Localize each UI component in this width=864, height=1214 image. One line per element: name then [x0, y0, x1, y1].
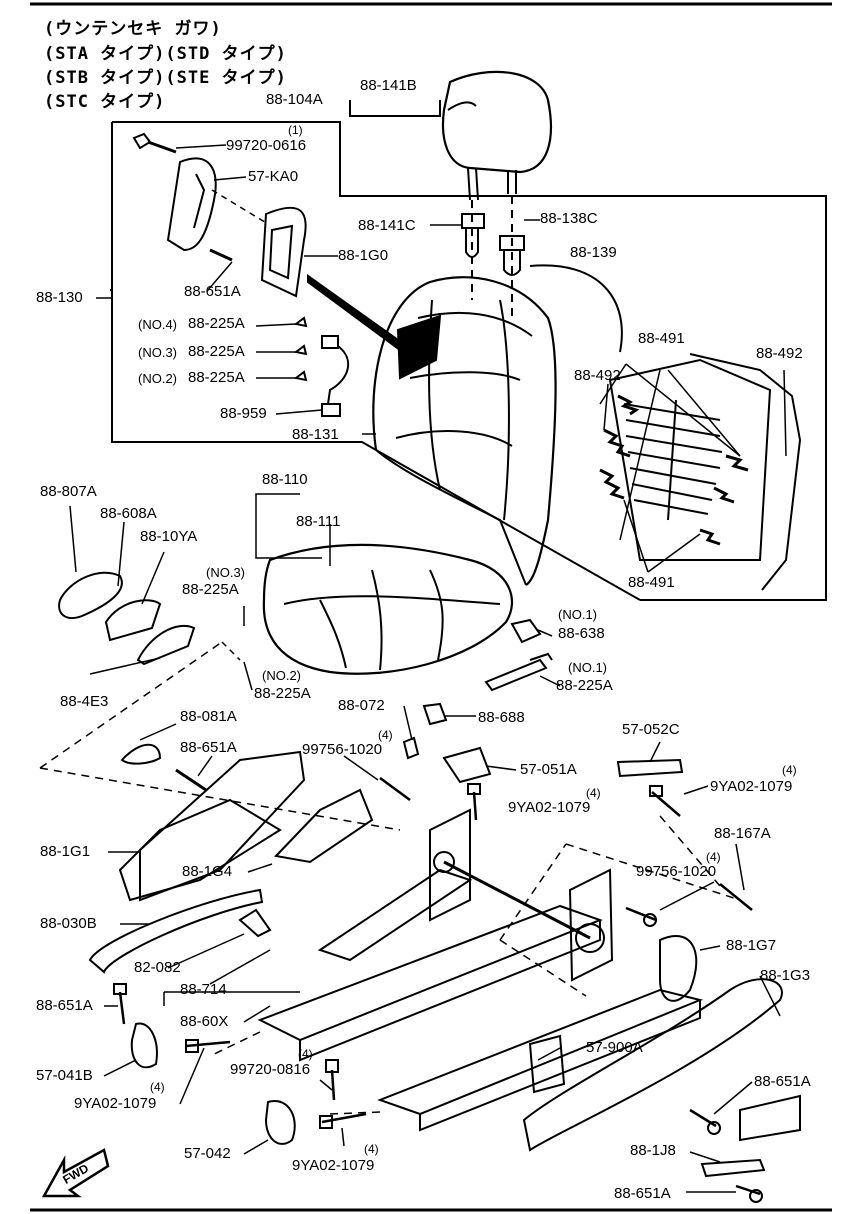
fwd-arrow-icon	[41, 1148, 110, 1198]
label-88-139: 88-139	[570, 244, 617, 261]
label-99756-1020-b: 99756-1020	[636, 863, 717, 880]
label-88-072: 88-072	[338, 697, 385, 714]
cushion-clips	[402, 618, 684, 784]
label-88-141C: 88-141C	[358, 217, 416, 234]
header-line-3: (STB タイプ)(STE タイプ)	[44, 68, 287, 88]
label-88-807A: 88-807A	[40, 483, 97, 500]
label-88-141B: 88-141B	[360, 77, 417, 94]
label-88-60X: 88-60X	[180, 1013, 229, 1030]
seat-back-cushion	[372, 276, 557, 586]
label-57-052C: 57-052C	[622, 721, 680, 738]
headrest-bracket	[349, 100, 441, 117]
label-99756-1020: 99756-1020	[302, 741, 383, 758]
label-88-491-top: 88-491	[638, 330, 685, 347]
label-88-111: 88-111	[296, 513, 341, 530]
label-88-225A-seat-no2: 88-225A	[254, 685, 311, 702]
label-57-051A: 57-051A	[520, 761, 577, 778]
label-88-110: 88-110	[262, 471, 308, 488]
label-88-4E3: 88-4E3	[60, 693, 109, 710]
label-qty-4g: (4)	[364, 1142, 379, 1156]
label-88-714: 88-714	[180, 981, 227, 998]
label-57-042: 57-042	[184, 1145, 231, 1162]
label-9YA02-1079-b: 9YA02-1079	[508, 799, 591, 816]
side-trim-parts	[58, 505, 196, 666]
leader-wedge	[307, 274, 402, 353]
label-99720-0616: 99720-0616	[226, 137, 307, 154]
label-88-1G3: 88-1G3	[760, 967, 811, 984]
label-88-104A: 88-104A	[266, 91, 323, 108]
seatback-group-frame	[112, 121, 827, 601]
label-88-651A-b: 88-651A	[180, 739, 237, 756]
label-88-081A: 88-081A	[180, 708, 237, 725]
label-9YA02-1079-a: 9YA02-1079	[710, 778, 793, 795]
label-88-138C: 88-138C	[540, 210, 598, 227]
label-88-688: 88-688	[478, 709, 525, 726]
label-57-041B: 57-041B	[36, 1067, 93, 1084]
label-qty-4c: (4)	[586, 786, 601, 800]
label-88-651A-d: 88-651A	[754, 1073, 811, 1090]
label-qty-1: (1)	[288, 123, 303, 137]
label-9YA02-1079-d: 9YA02-1079	[292, 1157, 375, 1174]
label-88-030B: 88-030B	[40, 915, 97, 932]
seat-frame	[88, 808, 801, 1178]
headrest-guides	[430, 213, 540, 276]
label-88-651A-e: 88-651A	[614, 1185, 671, 1202]
recliner-covers	[118, 743, 374, 902]
upper-left-parts	[132, 132, 349, 417]
label-57-900A: 57-900A	[586, 1039, 643, 1056]
label-88-651A-c: 88-651A	[36, 997, 93, 1014]
label-82-082: 82-082	[134, 959, 181, 976]
label-no3: (NO.3)	[138, 345, 177, 360]
seatback-frame	[599, 353, 802, 591]
label-88-491-bottom: 88-491	[628, 574, 675, 591]
label-88-651A: 88-651A	[184, 283, 241, 300]
label-no3-seat: (NO.3)	[206, 565, 245, 580]
header-line-2: (STA タイプ)(STD タイプ)	[44, 44, 287, 64]
header-line-1: (ウンテンセキ ガワ)	[44, 19, 222, 39]
label-qty-4b: (4)	[782, 763, 797, 777]
label-9YA02-1079-c: 9YA02-1079	[74, 1095, 157, 1112]
label-88-131: 88-131	[292, 426, 339, 443]
label-no1-clip: (NO.1)	[558, 607, 597, 622]
label-88-225A-no3: 88-225A	[188, 343, 245, 360]
label-no1-seat: (NO.1)	[568, 660, 607, 675]
bolt-heads	[113, 783, 763, 1203]
leader-lines	[103, 144, 787, 1193]
label-99720-0816: 99720-0816	[230, 1061, 311, 1078]
label-qty-4f: (4)	[298, 1047, 313, 1061]
label-88-225A-no4: 88-225A	[188, 315, 245, 332]
label-88-638: 88-638	[558, 625, 605, 642]
label-no4: (NO.4)	[138, 317, 177, 332]
label-88-10YA: 88-10YA	[140, 528, 198, 545]
label-no2: (NO.2)	[138, 371, 177, 386]
headrest	[442, 70, 552, 318]
label-57-KA0: 57-KA0	[248, 168, 299, 185]
label-qty-4a: (4)	[378, 728, 393, 742]
label-88-1G0: 88-1G0	[338, 247, 389, 264]
label-qty-4e: (4)	[150, 1080, 165, 1094]
label-88-130: 88-130	[36, 289, 83, 306]
label-88-1G1: 88-1G1	[40, 843, 91, 860]
label-88-1G4: 88-1G4	[182, 863, 233, 880]
label-no2-seat: (NO.2)	[262, 668, 301, 683]
label-88-1J8: 88-1J8	[630, 1142, 676, 1159]
label-qty-4d: (4)	[706, 850, 721, 864]
label-88-608A: 88-608A	[100, 505, 157, 522]
label-88-225A-seat-no1: 88-225A	[556, 677, 613, 694]
label-88-225A-no2: 88-225A	[188, 369, 245, 386]
dashed-guides	[39, 767, 741, 1115]
label-88-225A-seat-no3: 88-225A	[182, 581, 239, 598]
header-line-4: (STC タイプ)	[44, 92, 166, 112]
label-88-492-left: 88-492	[574, 367, 621, 384]
seat-cushion	[262, 543, 514, 675]
wire-88-139	[529, 264, 623, 353]
label-88-167A: 88-167A	[714, 825, 771, 842]
label-88-959: 88-959	[220, 405, 267, 422]
label-88-492-right: 88-492	[756, 345, 803, 362]
label-88-1G7: 88-1G7	[726, 937, 777, 954]
